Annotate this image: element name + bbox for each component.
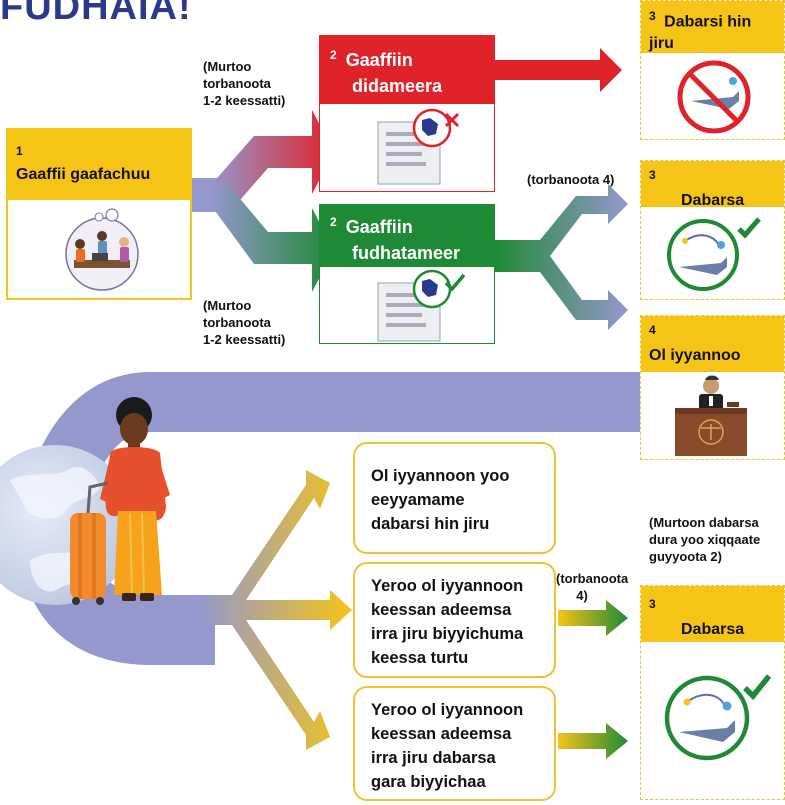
note-weeks4-b: (torbanoota 4) [556,571,629,603]
option-box-3: Yeroo ol iyyannoon keessan adeemsa irra … [353,686,556,801]
no-transfer-card: 3 Dabarsi hin jiru [640,0,785,140]
step-number: 1 [16,144,23,158]
note-bottom: (Murtoo torbanoota 1-2 keessatti) [203,298,286,347]
step-number: 2 [330,48,337,62]
journey-path [20,372,640,665]
accept-fork [494,184,628,330]
step-number: 3 [649,9,656,23]
transfer-plane-icon [667,217,761,291]
final-transfer-card-header: 3 Dabarsa [641,586,784,642]
red-branch-arrow [210,110,334,216]
start-card: 1 Gaaffii gaafachuu [6,128,192,300]
note-right-bottom: (Murtoon dabarsa dura yoo xiqqaate guyyo… [649,515,761,564]
step-number: 4 [649,323,656,337]
transfer-card-header: 3 Dabarsa [641,161,784,209]
reject-to-notransfer-arrow [495,48,622,92]
transfer-card: 3 Dabarsa [640,160,785,300]
note-top: (Murtoo torbanoota 1-2 keessatti) [203,59,286,108]
start-card-label: Gaaffii gaafachuu [16,166,151,184]
appeal-card: 4 Ol iyyannoo [640,315,785,460]
start-card-header: 1 Gaaffii gaafachuu [8,130,190,200]
no-transfer-icon [677,60,751,134]
note-weeks4: (torbanoota 4) [527,172,615,187]
appeal-card-header: 4 Ol iyyannoo [641,316,784,372]
option2-arrow [558,600,628,636]
final-transfer-plane-icon [664,674,772,761]
accepted-document-icon [377,269,466,342]
step-number: 2 [330,215,337,229]
step-number: 3 [649,168,656,182]
page-title: FUDHAIA! [0,0,192,28]
rejected-card: 2 Gaaffiin didameera [319,35,495,192]
step-number: 3 [649,597,656,611]
yellow-fork [200,470,352,750]
rejected-card-header: 2 Gaaffiin didameera [320,36,494,104]
family-illustration [65,208,139,291]
accepted-card: 2 Gaaffiin fudhatameer [319,204,495,344]
option-box-2: Yeroo ol iyyannoon keessan adeemsa irra … [353,562,556,678]
accepted-card-header: 2 Gaaffiin fudhatameer [320,205,494,267]
final-transfer-card: 3 Dabarsa [640,585,785,800]
judge-icon [675,375,747,456]
no-transfer-card-header: 3 Dabarsi hin jiru [641,1,784,53]
rejected-document-icon [377,108,460,185]
option3-arrow [558,723,628,759]
option-box-1: Ol iyyannoon yoo eeyyamame dabarsi hin j… [353,442,556,554]
person-illustration [70,397,170,605]
green-branch-arrow [210,182,334,292]
